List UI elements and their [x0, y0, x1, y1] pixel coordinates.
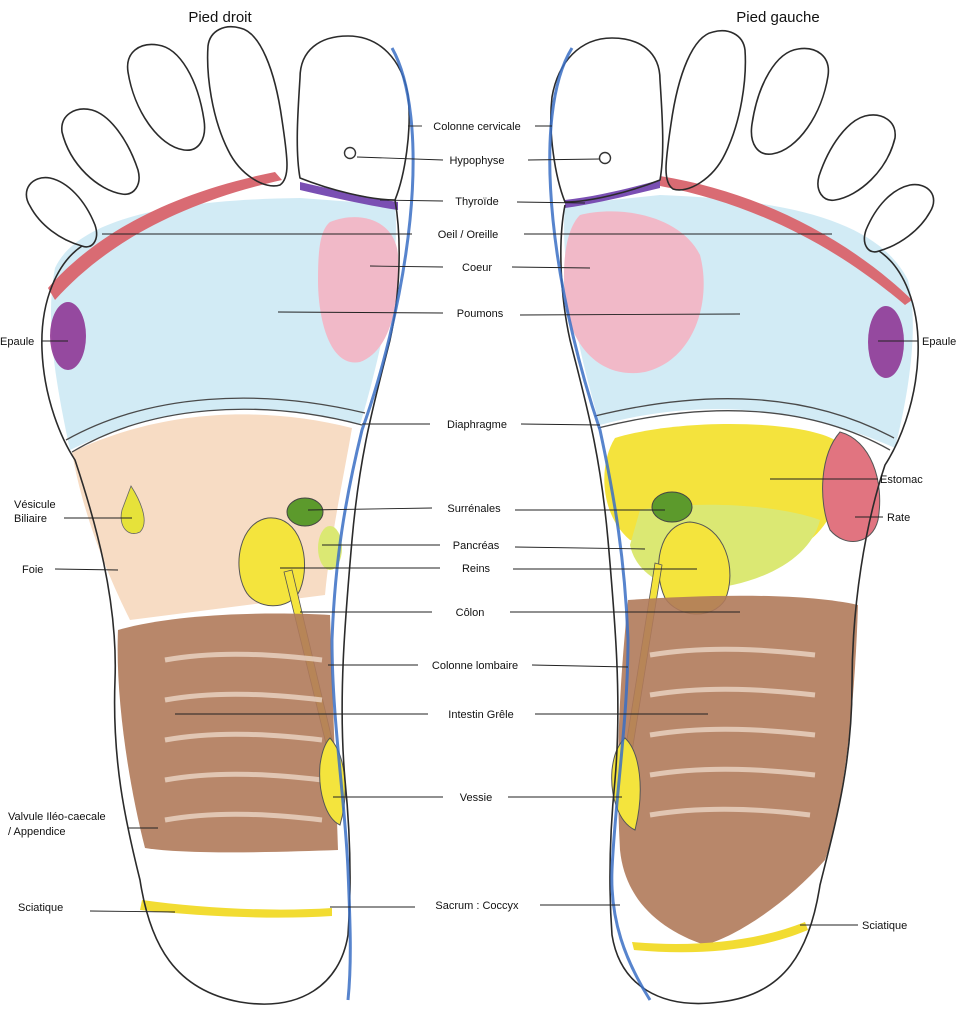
- left-pituitary: [598, 151, 612, 165]
- label-coeur: Coeur: [462, 262, 492, 274]
- left-heart-zone: [563, 211, 704, 374]
- label-sacrum-coccyx: Sacrum : Coccyx: [435, 900, 519, 912]
- titles: Pied droit Pied gauche: [188, 9, 819, 26]
- right-adrenal: [286, 497, 324, 527]
- right-diaphragm-band: [71, 408, 363, 453]
- left-foot-title: Pied gauche: [736, 9, 819, 26]
- label-valvule-line1: Valvule Iléo-caecale: [8, 811, 106, 823]
- left-diaphragm-band: [597, 410, 891, 451]
- label-valvule-line2: / Appendice: [8, 826, 66, 838]
- right-toe-band: [48, 172, 282, 300]
- right-thyroid-band: [300, 182, 398, 210]
- label-pancreas: Pancréas: [453, 540, 500, 552]
- label-surrenales: Surrénales: [447, 503, 501, 515]
- right-foot-side-labels: Epaule Vésicule Biliaire Foie Valvule Il…: [0, 336, 106, 914]
- right-lung-zone: [50, 198, 396, 450]
- left-bladder: [611, 737, 641, 831]
- right-diaphragm-band-2: [65, 397, 366, 441]
- left-shoulder-zone: [868, 306, 904, 378]
- label-vesicule-line2: Biliaire: [14, 513, 47, 525]
- left-spleen: [822, 431, 881, 542]
- label-sciatique-right: Sciatique: [18, 902, 63, 914]
- label-vesicule-line1: Vésicule: [14, 499, 56, 511]
- left-adrenal: [651, 491, 693, 523]
- label-diaphragme: Diaphragme: [447, 419, 507, 431]
- right-foot-outline: [41, 199, 400, 1005]
- label-colon: Côlon: [456, 607, 485, 619]
- left-foot: [548, 30, 935, 1005]
- left-spine-line: [548, 47, 652, 1001]
- left-thyroid-band: [565, 180, 660, 208]
- label-epaule-left: Epaule: [922, 336, 956, 348]
- label-poumons: Poumons: [457, 308, 504, 320]
- label-sciatique-left: Sciatique: [862, 920, 907, 932]
- label-colonne-lombaire: Colonne lombaire: [432, 660, 518, 672]
- left-foot-toes: [550, 30, 935, 253]
- label-colonne-cervicale: Colonne cervicale: [433, 121, 520, 133]
- right-sciatic-band: [140, 900, 332, 918]
- left-diaphragm-band-2: [594, 398, 895, 439]
- center-labels: Colonne cervicale Hypophyse Thyroïde Oei…: [432, 121, 521, 912]
- left-sciatic-band: [632, 922, 808, 953]
- left-foot-outline: [560, 204, 919, 1005]
- label-intestin-grele: Intestin Grêle: [448, 709, 513, 721]
- right-foot: [25, 26, 415, 1005]
- label-hypophyse: Hypophyse: [449, 155, 504, 167]
- right-shoulder-zone: [50, 302, 86, 370]
- label-rate: Rate: [887, 512, 910, 524]
- label-oeil-oreille: Oeil / Oreille: [438, 229, 499, 241]
- right-heart-zone: [318, 217, 399, 363]
- left-intestine-folds: [649, 646, 816, 818]
- left-foot-side-labels: Estomac Rate Epaule Sciatique: [862, 336, 956, 932]
- label-estomac: Estomac: [880, 474, 923, 486]
- right-pancreas: [318, 526, 342, 570]
- right-intestine-folds: [164, 651, 323, 823]
- label-thyroide: Thyroïde: [455, 196, 498, 208]
- right-foot-toes: [25, 26, 410, 248]
- label-epaule-right: Epaule: [0, 336, 34, 348]
- label-reins: Reins: [462, 563, 491, 575]
- right-foot-title: Pied droit: [188, 9, 252, 26]
- right-spine-line: [330, 47, 415, 1001]
- leader-lines: [42, 125, 918, 926]
- label-foie: Foie: [22, 564, 43, 576]
- right-pituitary: [343, 146, 357, 160]
- label-vessie: Vessie: [460, 792, 492, 804]
